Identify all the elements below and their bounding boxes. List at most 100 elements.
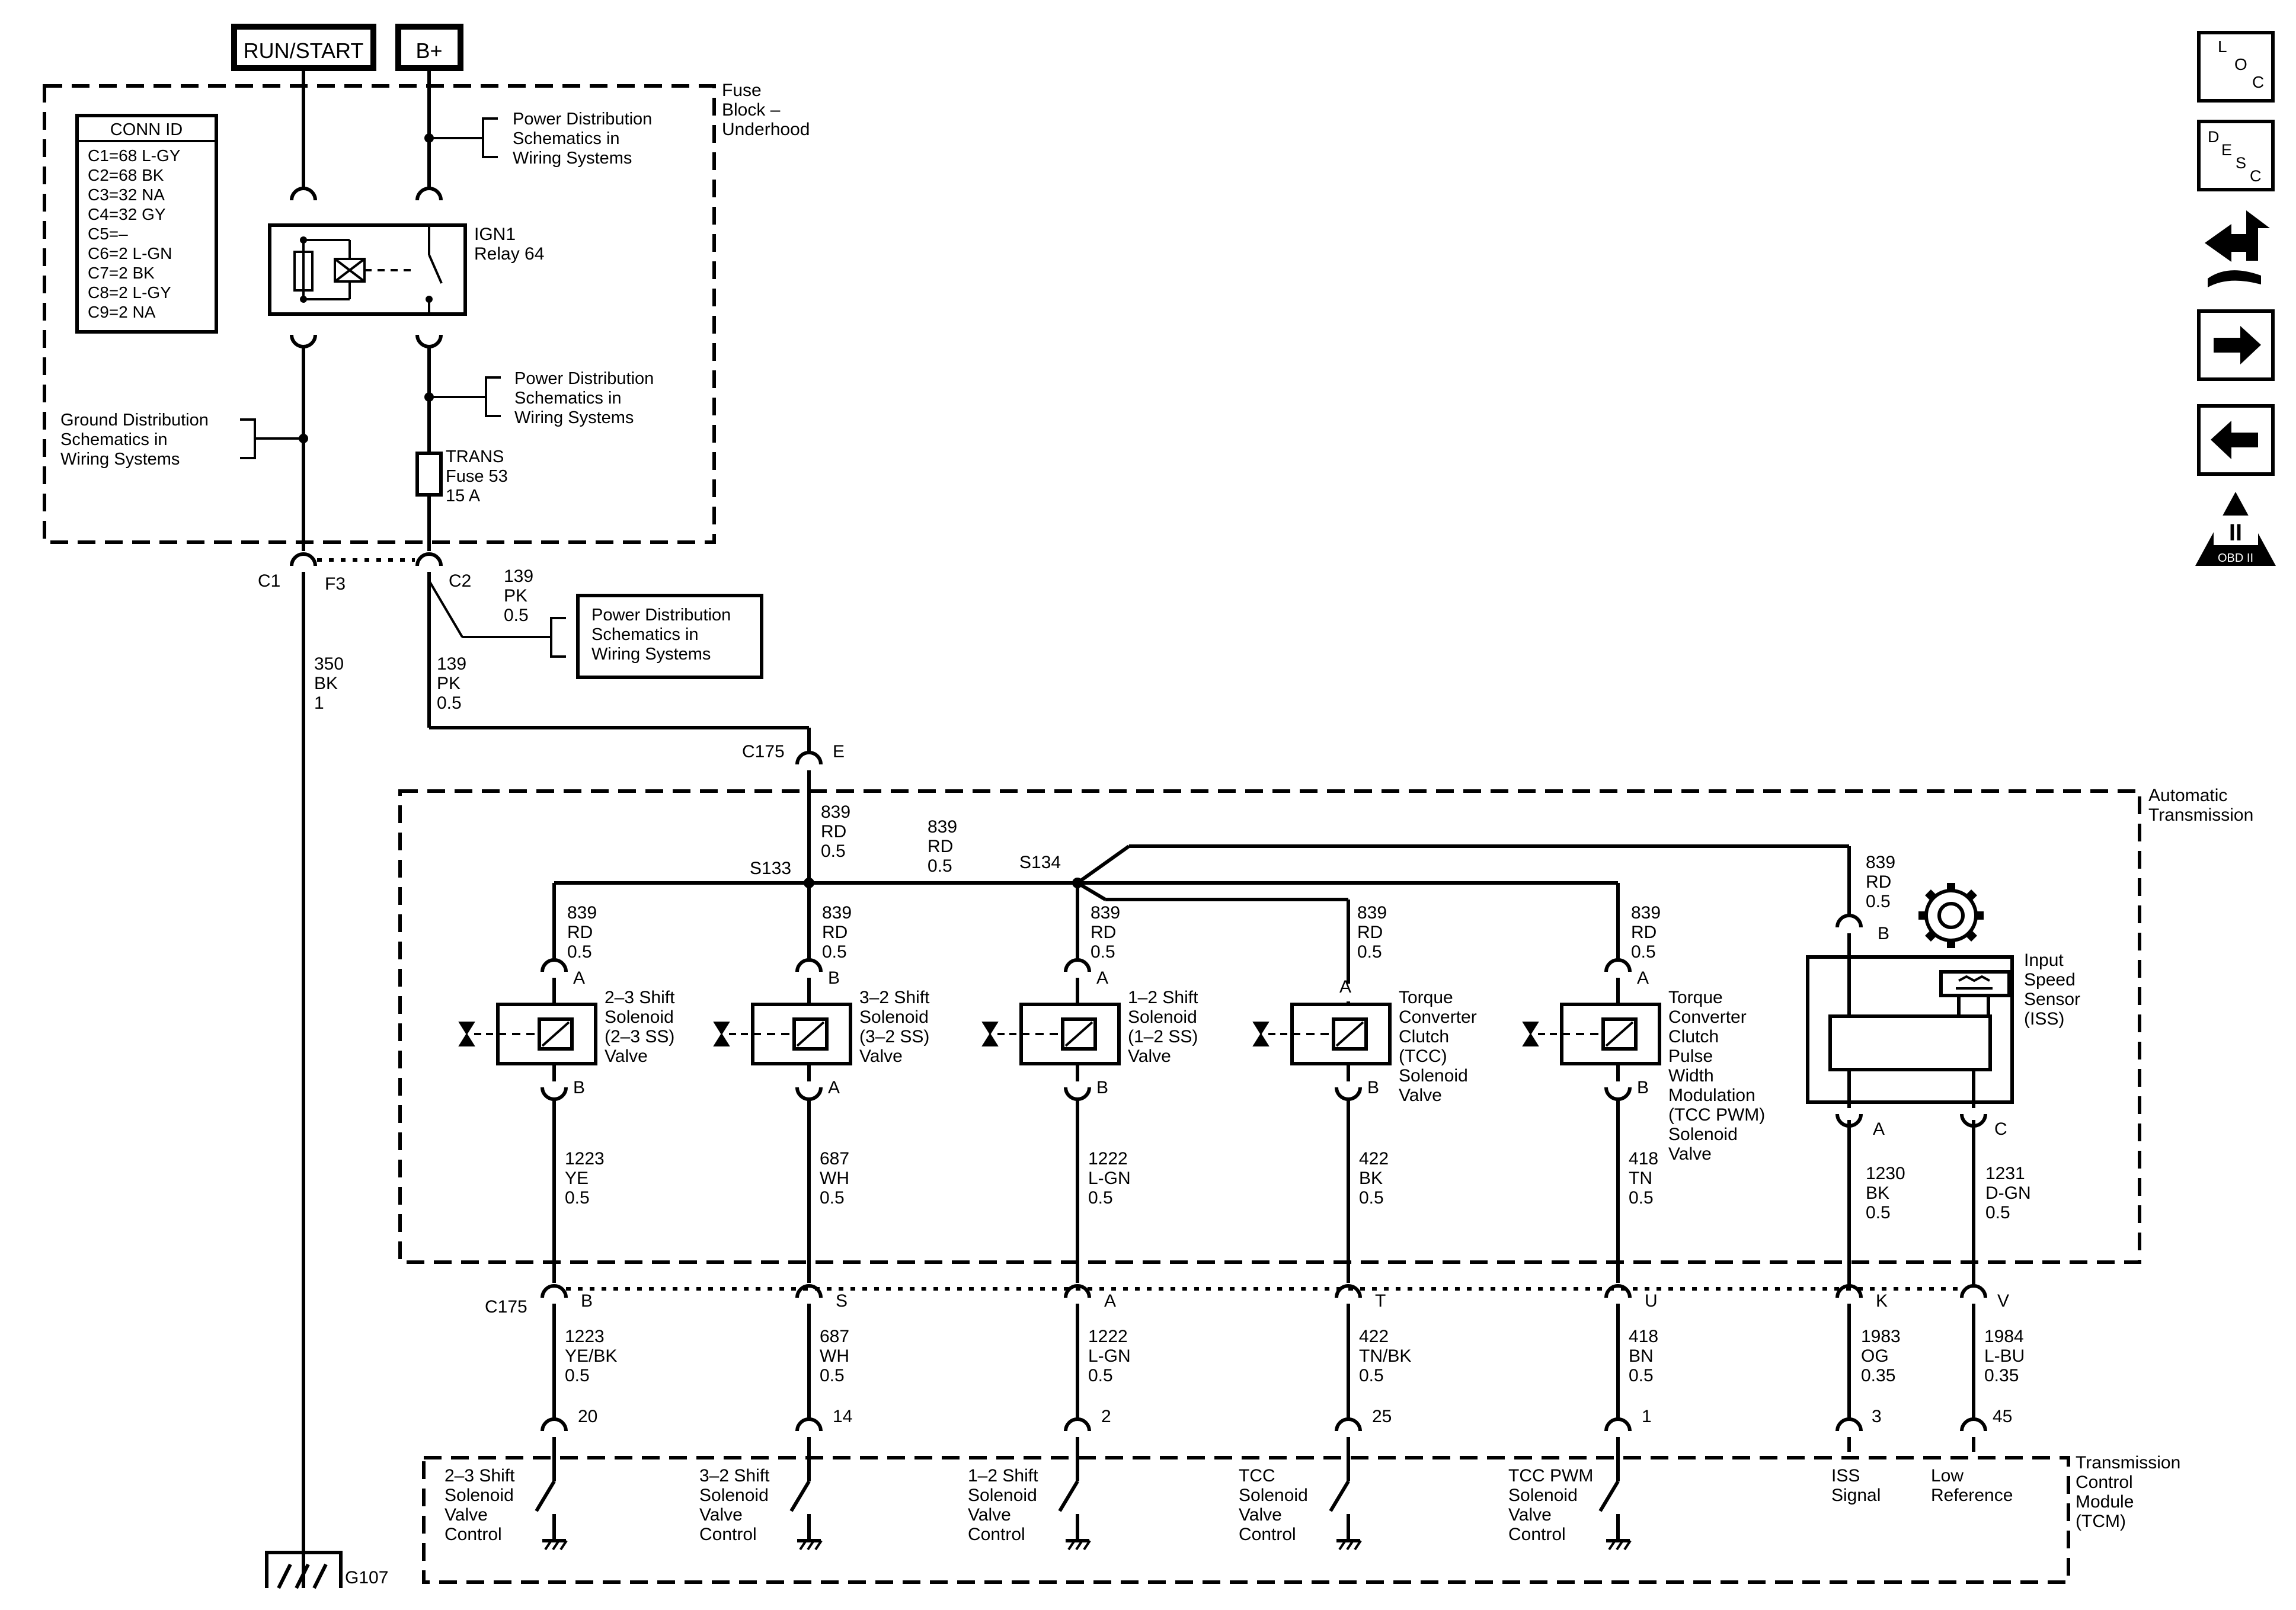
svg-text:OBD II: OBD II — [2218, 552, 2253, 565]
c175-pin-label: A — [1104, 1291, 1116, 1311]
tcm-pin-label: 1 — [1642, 1407, 1652, 1426]
svg-text:3: 3 — [1872, 1407, 1882, 1426]
c175-pin-label: S — [836, 1291, 848, 1311]
svg-text:1983 OG 0.35: 1983 OG 0.35 — [1861, 1327, 1905, 1385]
e-pin-label: E — [833, 742, 845, 761]
automatic-transmission-boundary — [398, 789, 2141, 1264]
wire-139: 139 PK 0.5 139 PK 0.5 — [427, 566, 809, 729]
run-start-source: RUN/START — [231, 24, 376, 71]
svg-text:Low Reference: Low Reference — [1931, 1466, 2013, 1505]
g107-label: G107 — [345, 1568, 388, 1587]
solenoid-pin-top: A — [1637, 968, 1649, 988]
connector-c175-e: C175 E — [742, 728, 845, 883]
svg-text:K: K — [1876, 1291, 1888, 1311]
solenoid-pin-bottom: B — [1637, 1078, 1649, 1097]
svg-text:139 PK 0.5: 139 PK 0.5 — [437, 654, 471, 713]
b-plus-label: B+ — [415, 39, 442, 63]
solenoid-pin-top: A — [1339, 977, 1351, 997]
svg-text:S: S — [2236, 154, 2246, 172]
svg-text:Input Speed Sensor: Input Speed Sensor (ISS) — [2024, 950, 2085, 1029]
conn-id-title: CONN ID — [110, 120, 183, 139]
c2-label: C2 — [449, 571, 471, 591]
gear-icon — [1918, 883, 1984, 948]
power-dist-ref-1: Power Distribution Schematics in Wiring … — [429, 110, 652, 168]
obd-ii-icon[interactable]: II OBD II — [2195, 492, 2276, 566]
tcm-pin-label: 14 — [833, 1407, 852, 1426]
svg-text:C: C — [2250, 167, 2262, 185]
location-icon[interactable]: L O C — [2197, 31, 2275, 103]
b-plus-wire — [415, 68, 443, 551]
conn-id-table: CONN ID C1=68 L-GY C2=68 BK C3=32 NA C4=… — [75, 114, 218, 334]
description-icon[interactable]: D E S C — [2197, 120, 2275, 191]
run-start-label: RUN/START — [244, 39, 364, 63]
svg-text:Ground Distribution Sche: Ground Distribution Schematics in Wiring… — [60, 411, 213, 469]
svg-text:45: 45 — [1993, 1407, 2012, 1426]
svg-text:E: E — [2221, 141, 2232, 159]
svg-text:L: L — [2218, 37, 2227, 56]
next-arrow-icon[interactable] — [2197, 309, 2275, 381]
s133-label: S133 — [750, 859, 791, 878]
f3-label: F3 — [325, 574, 346, 594]
svg-text:C175: C175 — [485, 1297, 527, 1317]
c1-label: C1 — [258, 571, 280, 591]
trans-fuse: TRANS Fuse 53 15 A — [415, 447, 513, 505]
fuse-block-boundary — [43, 84, 716, 544]
c175-top-label: C175 — [742, 742, 785, 761]
solenoid-pin-top: A — [573, 968, 585, 988]
svg-text:139 PK 0.5: 139 PK 0.5 — [504, 566, 538, 625]
automatic-transmission-label: Automatic Transmission — [2148, 786, 2253, 825]
input-speed-sensor: B A C Input Speed Sensor (ISS) — [1806, 914, 2085, 1139]
svg-text:D: D — [2208, 128, 2220, 146]
iss-pin-c: C — [1994, 1119, 2007, 1139]
bus-839: S133 S134 839 RD 0.5 839 RD 0.5 839 RD 0… — [552, 802, 1900, 984]
ground-dist-ref: Ground Distribution Schematics in Wiring… — [60, 411, 303, 469]
previous-arrow-icon[interactable] — [2197, 404, 2275, 476]
conn-id-list: C1=68 L-GY C2=68 BK C3=32 NA C4=32 GY C5… — [88, 146, 185, 321]
tcm-label: Transmission Control Module (TCM) — [2076, 1453, 2186, 1531]
c175-pin-label: U — [1645, 1291, 1658, 1311]
tcm-pin-label: 20 — [578, 1407, 597, 1426]
ign1-relay — [268, 223, 467, 316]
svg-text:Power Distribution Schem: Power Distribution Schematics in Wiring … — [514, 369, 658, 427]
tcm-pin-label: 2 — [1101, 1407, 1111, 1426]
solenoid-pin-bottom: B — [573, 1078, 585, 1097]
ground-wire: 350 BK 1 — [302, 572, 344, 1588]
svg-text:TRANS Fuse 53 15 A: TRANS Fuse 53 15 A — [446, 447, 513, 505]
iss-wires: 1230 BK 0.5 1231 D-GN 0.5 K V 1983 OG 0.… — [1831, 1120, 2031, 1505]
solenoid-pin-top: A — [1096, 968, 1108, 988]
connector-path-icon[interactable] — [2205, 210, 2270, 287]
tcm-boundary — [422, 1456, 2070, 1584]
s134-label: S134 — [1019, 853, 1061, 872]
svg-text:V: V — [1997, 1291, 2009, 1311]
fuse-block-label: Fuse Block – Underhood — [722, 81, 810, 139]
ign1-relay-label: IGN1 Relay 64 — [474, 225, 544, 264]
c175-pin-label: T — [1375, 1291, 1386, 1311]
svg-text:839 RD 0.5: 839 RD 0.5 — [1866, 853, 1900, 911]
b-plus-source: B+ — [395, 24, 463, 71]
svg-text:II: II — [2229, 520, 2242, 546]
